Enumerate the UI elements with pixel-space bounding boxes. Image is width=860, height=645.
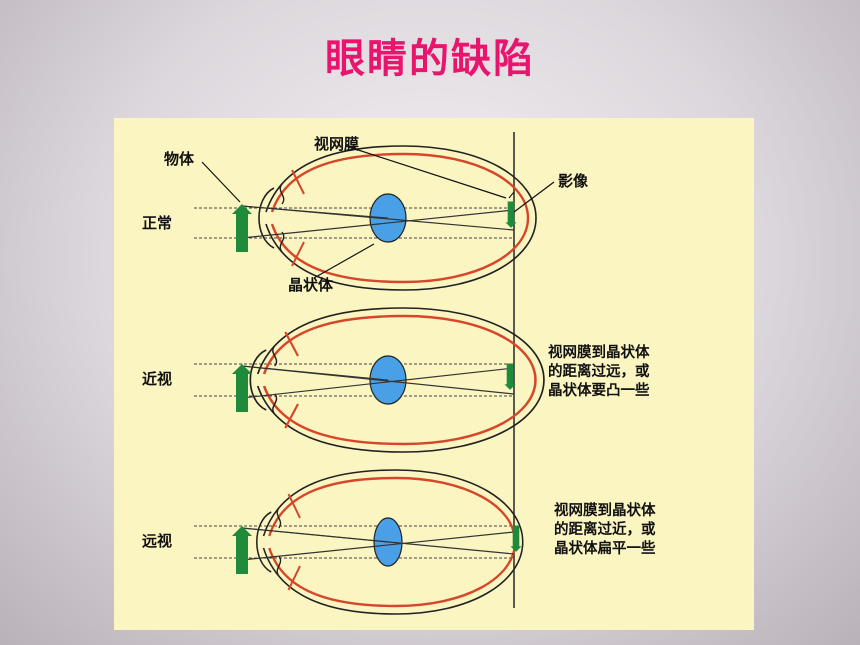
myopia-note-line: 晶状体要凸一些: [548, 383, 650, 399]
page-title: 眼睛的缺陷: [325, 36, 535, 82]
myopia-object: [232, 364, 252, 412]
retina-label: 视网膜: [314, 135, 360, 153]
myopia-note: 视网膜到晶状体 的距离过远，或 晶状体要凸一些: [548, 344, 650, 401]
normal-label: 正常: [142, 214, 173, 232]
retina-pointer: [345, 145, 507, 199]
hyperopia-label: 远视: [142, 532, 173, 550]
myopia-note-line: 的距离过远，或: [548, 364, 650, 380]
image-label: 影像: [558, 172, 589, 190]
object-pointer: [201, 161, 241, 203]
normal-image: [505, 201, 517, 228]
image-pointer: [513, 181, 555, 213]
hyperopia-eye-figure: [194, 468, 524, 616]
hyperopia-note-line: 的距离过近，或: [554, 522, 656, 538]
normal-eye-figure: [194, 144, 555, 292]
object-label: 物体: [164, 150, 195, 168]
myopia-note-line: 视网膜到晶状体: [548, 345, 650, 361]
hyperopia-note-line: 晶状体扁平一些: [554, 541, 656, 557]
diagram-canvas: [194, 132, 555, 616]
normal-object: [232, 204, 252, 252]
myopia-label: 近视: [142, 370, 173, 388]
hyperopia-object: [232, 526, 252, 574]
eye-defects-diagram: 物体 视网膜 影像 晶状体 正常 近视 远视 视网膜到晶状体 的距离过远，或 晶…: [114, 118, 754, 630]
hyperopia-note: 视网膜到晶状体 的距离过近，或 晶状体扁平一些: [554, 502, 656, 559]
myopia-eye-figure: [194, 306, 546, 454]
lens-pointer: [313, 243, 375, 279]
lens-label: 晶状体: [288, 276, 334, 294]
hyperopia-note-line: 视网膜到晶状体: [554, 503, 656, 519]
